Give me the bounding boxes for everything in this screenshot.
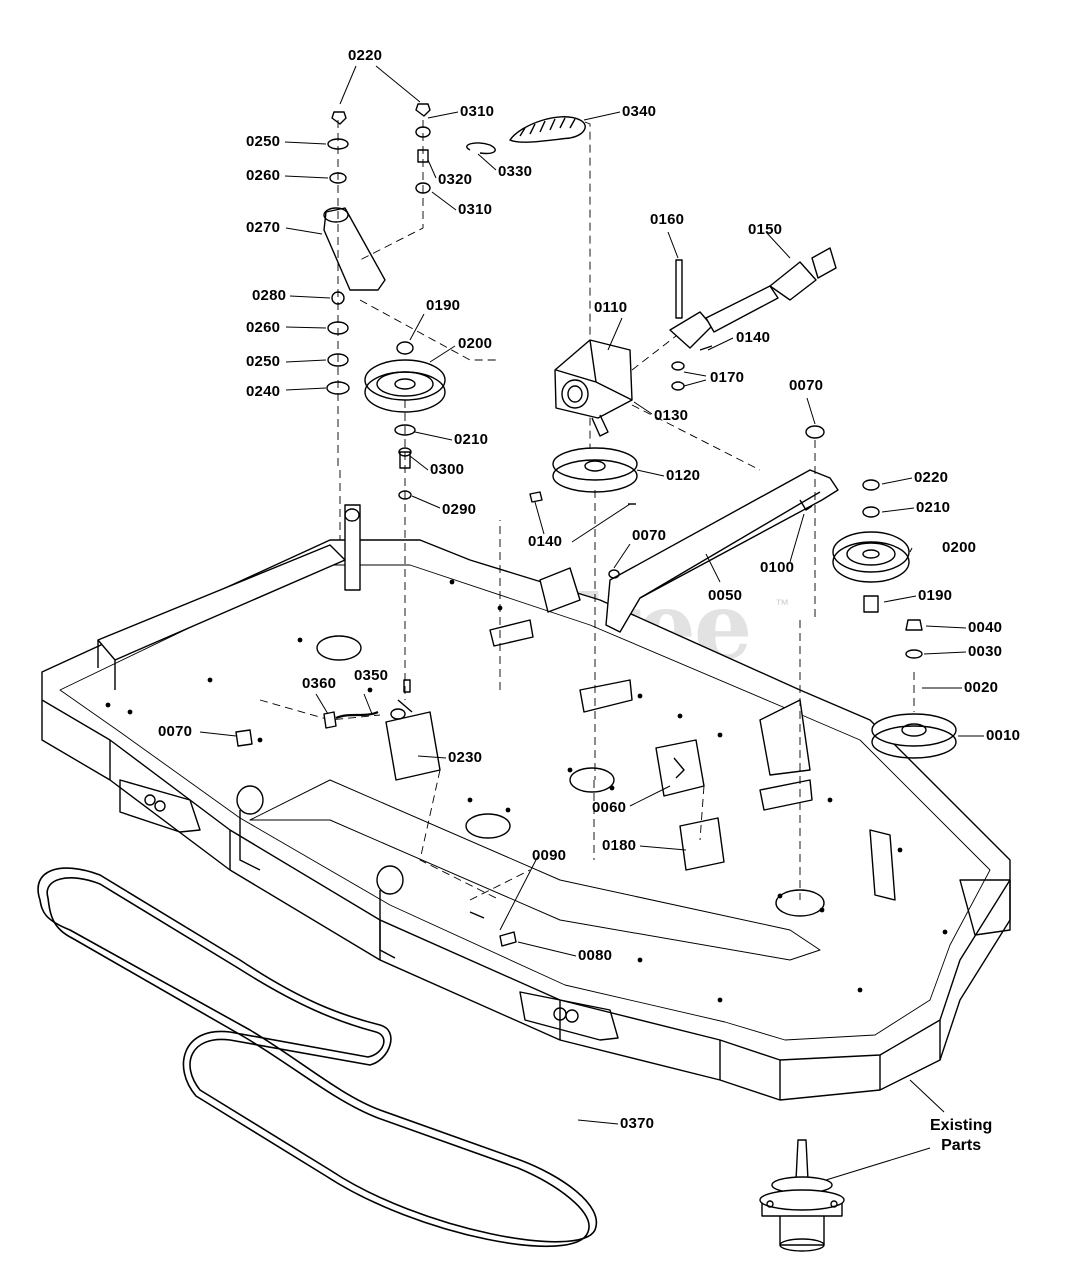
spindle-pulley bbox=[871, 619, 957, 759]
callout-label: 0040 bbox=[968, 619, 1003, 636]
callout-label: 0020 bbox=[964, 679, 999, 696]
watermark-trademark: ™ bbox=[775, 596, 789, 612]
mower-deck bbox=[41, 504, 1011, 1101]
callout-label: 0140 bbox=[528, 533, 563, 550]
callout-label: 0300 bbox=[430, 461, 465, 478]
existing-parts-note: Existing Parts bbox=[930, 1116, 992, 1156]
callout-label: 0200 bbox=[458, 335, 493, 352]
callout-label: 0100 bbox=[760, 559, 795, 576]
callout-label: 0010 bbox=[986, 727, 1021, 744]
callout-label: 0330 bbox=[498, 163, 533, 180]
callout-label: 0070 bbox=[158, 723, 193, 740]
callout-label: 0250 bbox=[246, 133, 281, 150]
pin-stack bbox=[359, 103, 496, 261]
callout-label: 0180 bbox=[602, 837, 637, 854]
callout-label: 0140 bbox=[736, 329, 771, 346]
drive-belt bbox=[37, 867, 598, 1248]
callout-label: 0310 bbox=[458, 201, 493, 218]
callout-label: 0120 bbox=[666, 467, 701, 484]
callout-label: 0190 bbox=[918, 587, 953, 604]
mower-blades bbox=[385, 699, 725, 871]
callout-label: 0070 bbox=[789, 377, 824, 394]
driveshaft bbox=[631, 247, 837, 391]
assembly-lines bbox=[259, 299, 801, 901]
callout-label: 0310 bbox=[460, 103, 495, 120]
callout-label: 0220 bbox=[914, 469, 949, 486]
right-idler-pulley bbox=[832, 479, 910, 613]
gearbox bbox=[554, 339, 633, 437]
callout-label: 0130 bbox=[654, 407, 689, 424]
callout-label: 0150 bbox=[748, 221, 783, 238]
left-idler-stack bbox=[323, 111, 386, 470]
left-idler-pulley bbox=[364, 341, 446, 700]
callout-label: 0190 bbox=[426, 297, 461, 314]
callout-label: 0110 bbox=[594, 299, 628, 316]
extension-spring bbox=[509, 116, 591, 480]
callout-label: 0240 bbox=[246, 383, 281, 400]
callout-label: 0370 bbox=[620, 1115, 655, 1132]
callout-label: 0210 bbox=[454, 431, 489, 448]
callout-label: 0340 bbox=[622, 103, 657, 120]
callout-label: 0260 bbox=[246, 167, 281, 184]
callout-label: 0200 bbox=[942, 539, 977, 556]
note-line-1: Existing bbox=[930, 1117, 993, 1134]
callout-label: 0290 bbox=[442, 501, 477, 518]
idler-arm bbox=[605, 425, 839, 633]
leader-lines bbox=[199, 65, 984, 1181]
callout-label: 0270 bbox=[246, 219, 281, 236]
callout-label: 0260 bbox=[246, 319, 281, 336]
callout-label: 0220 bbox=[348, 47, 383, 64]
callout-label: 0280 bbox=[252, 287, 287, 304]
deck-fasteners bbox=[235, 679, 517, 947]
callout-label: 0080 bbox=[578, 947, 613, 964]
callout-label: 0030 bbox=[968, 643, 1003, 660]
callout-label: 0050 bbox=[708, 587, 743, 604]
callout-label: 0170 bbox=[710, 369, 745, 386]
callout-label: 0320 bbox=[438, 171, 473, 188]
callout-label: 0160 bbox=[650, 211, 685, 228]
callout-label: 0060 bbox=[592, 799, 627, 816]
callout-label: 0090 bbox=[532, 847, 567, 864]
note-line-2: Parts bbox=[941, 1137, 982, 1154]
callout-label: 0250 bbox=[246, 353, 281, 370]
drive-pulley bbox=[529, 447, 638, 780]
callout-label: 0070 bbox=[632, 527, 667, 544]
callout-label: 0210 bbox=[916, 499, 951, 516]
existing-spindle-assembly bbox=[759, 1139, 845, 1252]
callout-label: 0360 bbox=[302, 675, 337, 692]
callout-label: 0230 bbox=[448, 749, 483, 766]
callout-label: 0350 bbox=[354, 667, 389, 684]
